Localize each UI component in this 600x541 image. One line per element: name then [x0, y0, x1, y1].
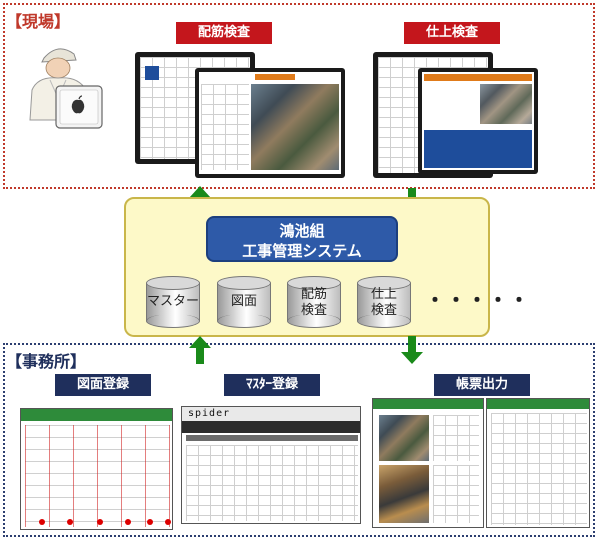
- master-register-tag: ﾏｽﾀｰ登録: [224, 374, 320, 396]
- green-arrow-down-icon: [401, 336, 423, 364]
- green-arrow-up-icon: [189, 336, 211, 364]
- database-rebar: 配筋 検査: [287, 276, 341, 328]
- database-drawing-label: 図面: [230, 294, 257, 309]
- master-app-title: spider: [188, 408, 231, 419]
- site-section-label: 【現場】: [6, 12, 71, 31]
- site-section-frame: [3, 3, 595, 189]
- database-finish: 仕上 検査: [357, 276, 411, 328]
- database-rebar-label: 配筋 検査: [300, 287, 327, 318]
- system-title-line2: 工事管理システム: [242, 242, 362, 260]
- system-title: 鴻池組 工事管理システム: [206, 216, 398, 262]
- database-master: マスター: [146, 276, 200, 328]
- office-section-label: 【事務所】: [6, 352, 87, 371]
- database-finish-label: 仕上 検査: [370, 287, 397, 318]
- report-output-screenshot-2: [486, 398, 590, 528]
- master-register-screenshot: spider: [181, 406, 361, 524]
- drawing-register-tag: 図面登録: [55, 374, 151, 396]
- more-databases-ellipsis: ・・・・・: [425, 288, 530, 312]
- office-section-frame: [3, 343, 595, 537]
- worker-with-tablet-icon: [29, 48, 103, 129]
- system-title-line1: 鴻池組: [279, 222, 325, 240]
- report-output-screenshot-1: [372, 398, 484, 528]
- apple-logo-icon: [71, 95, 85, 114]
- finish-tablet-front: [418, 68, 538, 174]
- finish-inspection-tag: 仕上検査: [404, 22, 500, 44]
- database-drawing: 図面: [217, 276, 271, 328]
- rebar-inspection-tag: 配筋検査: [176, 22, 272, 44]
- database-master-label: マスター: [146, 294, 199, 309]
- rebar-tablet-front: [195, 68, 345, 178]
- report-output-tag: 帳票出力: [434, 374, 530, 396]
- drawing-register-screenshot: [20, 408, 173, 530]
